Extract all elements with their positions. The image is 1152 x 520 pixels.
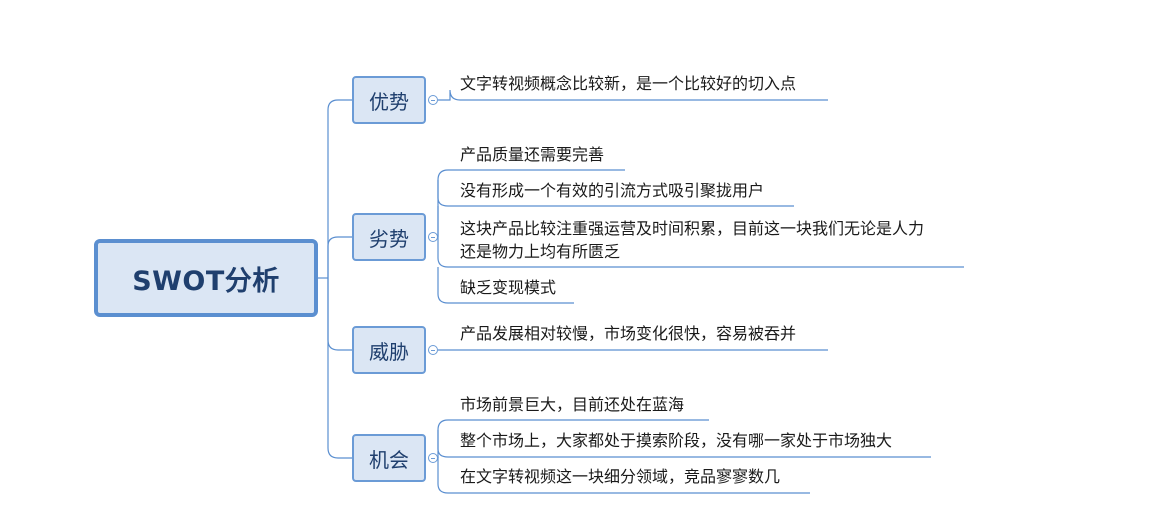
leaf-topic[interactable]: 缺乏变现模式: [460, 278, 557, 297]
branch-node-threats[interactable]: 威胁: [352, 326, 426, 374]
leaf-topic[interactable]: 产品发展相对较慢，市场变化很快，容易被吞并: [460, 324, 797, 343]
leaf-connector-w2: [437, 180, 794, 207]
root-node-swot[interactable]: SWOT分析: [94, 239, 318, 317]
collapse-toggle-icon[interactable]: [428, 95, 438, 105]
collapse-toggle-icon[interactable]: [428, 232, 438, 242]
connector-weaknesses: [327, 236, 352, 278]
branch-node-opportunities[interactable]: 机会: [352, 434, 426, 482]
leaf-connector-o3: [437, 457, 810, 494]
weakness-spine: [437, 169, 625, 237]
leaf-topic[interactable]: 文字转视频概念比较新，是一个比较好的切入点: [460, 74, 797, 93]
leaf-topic[interactable]: 市场前景巨大，目前还处在蓝海: [460, 395, 685, 414]
leaf-topic[interactable]: 整个市场上，大家都处于摸索阶段，没有哪一家处于市场独大: [460, 431, 893, 450]
branch-label-opportunities: 机会: [369, 447, 409, 472]
connector-strengths: [327, 99, 352, 278]
branch-label-threats: 威胁: [369, 339, 409, 364]
leaf-connector-w3: [437, 206, 964, 268]
collapse-toggle-icon[interactable]: [428, 453, 438, 463]
branch-node-strengths[interactable]: 优势: [352, 76, 426, 124]
leaf-topic[interactable]: 这块产品比较注重强运营及时间积累，目前这一块我们无论是人力: [460, 219, 925, 238]
leaf-topic[interactable]: 在文字转视频这一块细分领域，竞品寥寥数几: [460, 467, 781, 486]
leaf-topic[interactable]: 产品质量还需要完善: [460, 145, 605, 164]
leaf-topic-continuation[interactable]: 还是物力上均有所匮乏: [460, 242, 621, 261]
branch-label-weaknesses: 劣势: [369, 226, 409, 251]
root-node-label: SWOT分析: [132, 265, 280, 297]
leaf-connector-o2: [437, 430, 931, 458]
collapse-toggle-icon[interactable]: [428, 345, 438, 355]
leaf-connector-s1: [438, 89, 828, 101]
branch-label-strengths: 优势: [369, 89, 409, 114]
leaf-topic[interactable]: 没有形成一个有效的引流方式吸引聚拢用户: [460, 181, 765, 200]
connector-opportunities: [327, 278, 352, 459]
branch-node-weaknesses[interactable]: 劣势: [352, 213, 426, 261]
leaf-connector-w4: [437, 267, 574, 304]
opportunity-spine: [437, 419, 709, 458]
connector-threats: [327, 278, 352, 351]
